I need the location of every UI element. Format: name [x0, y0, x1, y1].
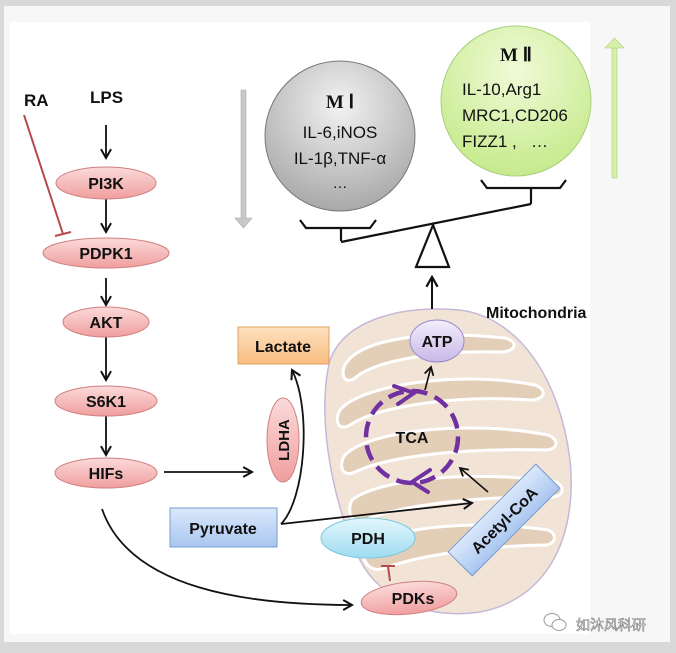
node-s6k1-label: S6K1: [86, 394, 126, 411]
m1-marker-line-1: IL-6,iNOS: [303, 123, 378, 142]
node-pdh: PDH: [320, 517, 416, 559]
tca-cycle: TCA: [363, 384, 461, 494]
ra-inhibition-line: [23, 114, 72, 237]
tca-arrowhead-bottom: [408, 468, 432, 494]
tca-label: TCA: [396, 430, 429, 447]
arrow-hifs-pdks: [101, 508, 355, 611]
node-atp: ATP: [409, 319, 465, 363]
node-akt-label: AKT: [90, 315, 123, 332]
arrow-pyruvate-lactate: [280, 368, 305, 525]
ra-label: RA: [24, 91, 49, 110]
node-akt: AKT: [62, 306, 150, 338]
m1-down-arrow-icon: [234, 89, 253, 229]
m2-macrophage: M Ⅱ IL-10,Arg1 MRC1,CD206 FIZZ1 , …: [440, 25, 592, 177]
m1-macrophage: M Ⅰ IL-6,iNOS IL-1β,TNF-α …: [264, 60, 416, 212]
node-pi3k-label: PI3K: [88, 176, 124, 193]
node-pdpk1: PDPK1: [42, 237, 170, 269]
node-hifs: HIFs: [54, 457, 158, 489]
node-pdks: PDKs: [360, 580, 458, 616]
m2-marker-line-3: FIZZ1 , …: [462, 132, 548, 151]
pdks-inhibit-pdh: [381, 565, 395, 582]
node-s6k1: S6K1: [54, 385, 158, 417]
arrow-acetylcoa-tca: [458, 466, 489, 493]
node-atp-label: ATP: [422, 334, 453, 351]
arrow-pyruvate-acetylcoa: [280, 498, 475, 525]
arrow-tca-atp: [424, 365, 435, 391]
node-pdpk1-label: PDPK1: [79, 246, 132, 263]
m1-marker-line-2: IL-1β,TNF-α: [294, 149, 387, 168]
node-ldha-label: LDHA: [276, 419, 293, 461]
node-pyruvate-label: Pyruvate: [189, 521, 257, 538]
m1-marker-line-3: …: [333, 175, 348, 192]
m2-marker-line-1: IL-10,Arg1: [462, 80, 541, 99]
node-pyruvate: Pyruvate: [169, 507, 278, 548]
watermark: 如沐风科研: [543, 613, 646, 633]
m2-title: M Ⅱ: [500, 45, 532, 66]
node-lactate-label: Lactate: [255, 339, 311, 356]
node-pi3k: PI3K: [55, 166, 157, 200]
node-pdks-label: PDKs: [392, 591, 435, 608]
node-lactate: Lactate: [237, 326, 330, 365]
m2-up-arrow-icon: [604, 37, 625, 179]
balance-scale: [299, 179, 567, 269]
node-pdh-label: PDH: [351, 531, 385, 548]
tca-arrowhead-top: [392, 384, 419, 406]
node-ldha: LDHA: [266, 397, 300, 483]
mitochondria-label: Mitochondria: [486, 305, 587, 322]
m1-title: M Ⅰ: [326, 92, 354, 113]
wechat-icon: [543, 613, 567, 631]
m2-marker-line-2: MRC1,CD206: [462, 106, 568, 125]
node-hifs-label: HIFs: [89, 466, 124, 483]
watermark-text: 如沐风科研: [576, 617, 646, 633]
lps-label: LPS: [90, 88, 123, 107]
